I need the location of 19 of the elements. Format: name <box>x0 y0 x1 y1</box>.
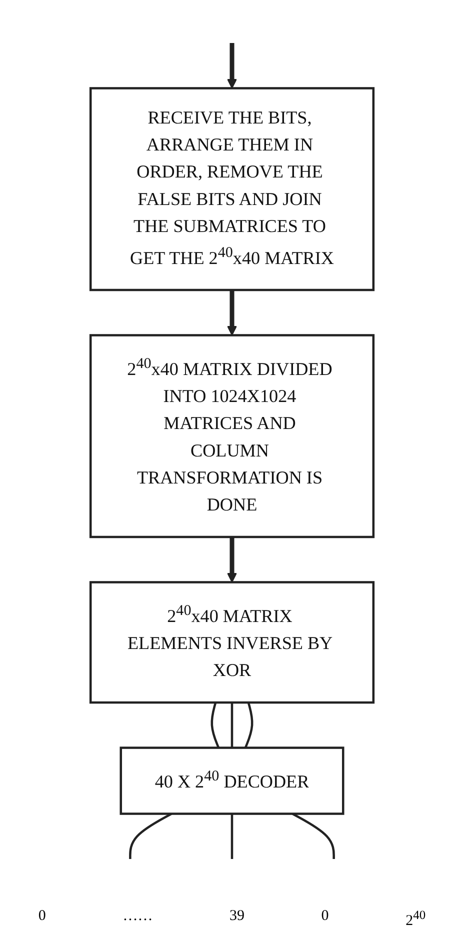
connector <box>292 812 335 859</box>
flowchart-diagram: RECEIVE THE BITS, ARRANGE THEM IN ORDER, REMOVE THE FALSE BITS AND JOIN THE SUBMATRICES TO GET THE 2$^{40}$x40 MATRIX 2$^{40}$x40 MATRIX DIVIDED INTO 1024X1024 MATRICES AND COLUMN TRANSFORMATION IS DONE 2$^{40}$x40 MATRIX ELEMENTS INVERSE BY XOR 40 X 2$^{40}$ DECODER <box>0 0 464 902</box>
connector <box>230 702 234 748</box>
signal-label: 2$^{40}$ <box>406 908 426 930</box>
signal-label: 0 <box>38 908 46 926</box>
node-box <box>89 87 375 292</box>
connector <box>230 814 234 859</box>
connector <box>210 702 220 748</box>
connector <box>129 812 172 859</box>
connector <box>244 702 254 748</box>
node-box <box>89 581 375 704</box>
node-box <box>89 334 375 538</box>
signal-label: 0 <box>321 908 329 926</box>
signal-label: 39 <box>229 908 244 926</box>
arrow <box>227 43 237 89</box>
arrow <box>227 290 237 336</box>
arrow <box>227 536 237 583</box>
node-box <box>120 746 344 815</box>
signal-label: …… <box>122 908 153 926</box>
